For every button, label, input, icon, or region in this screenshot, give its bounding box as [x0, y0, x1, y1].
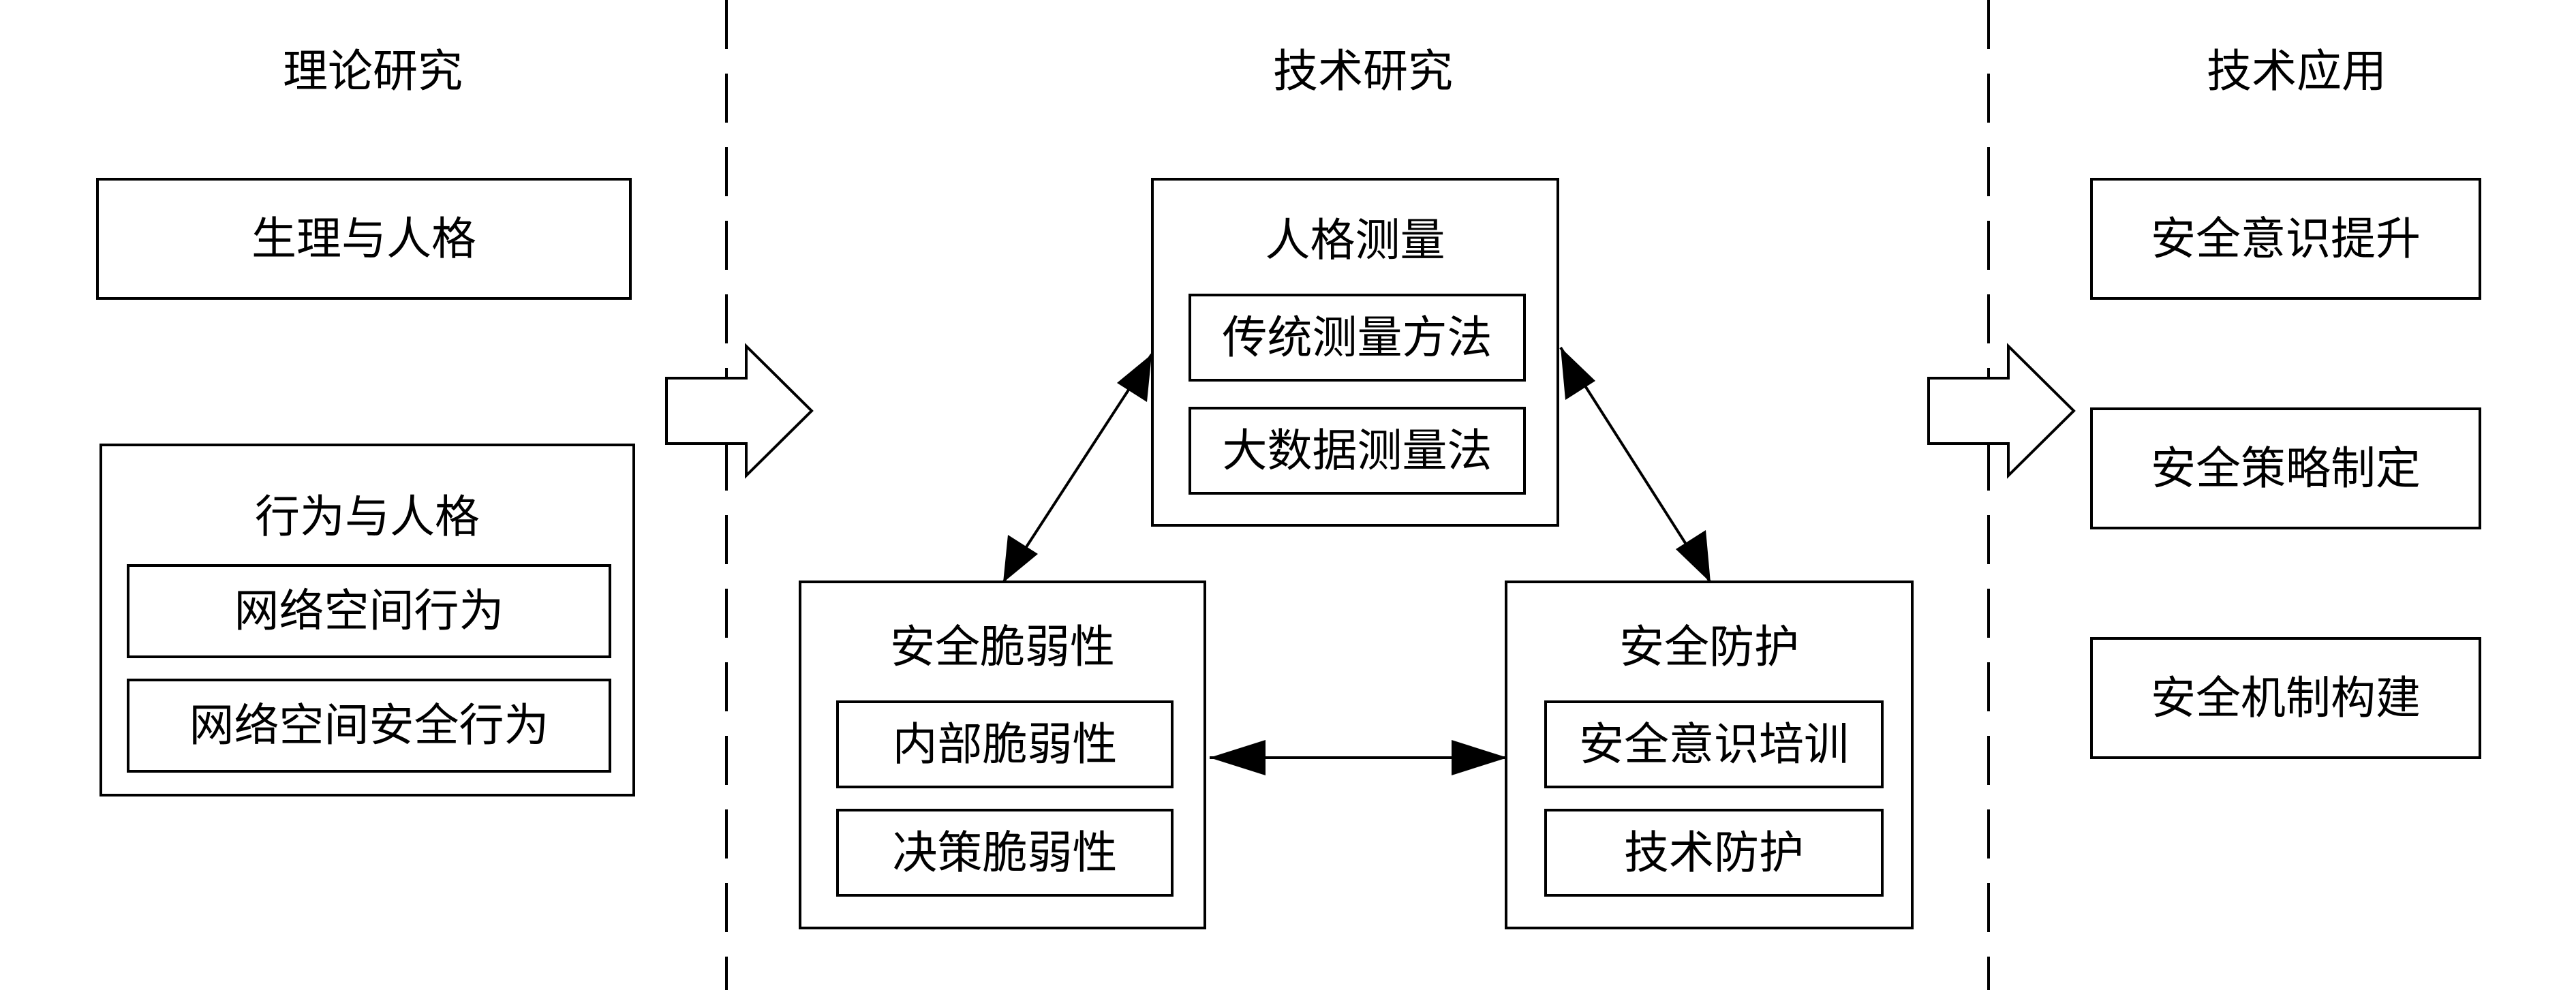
box-security-protection: 安全防护 安全意识培训 技术防护 — [1505, 581, 1914, 929]
box-physiology-personality: 生理与人格 — [96, 178, 632, 300]
header-tech-research: 技术研究 — [1273, 45, 1453, 97]
label-bigdata-measurement: 大数据测量法 — [1222, 424, 1492, 477]
box-security-awareness-improvement: 安全意识提升 — [2090, 178, 2481, 300]
label-security-policy-formulation: 安全策略制定 — [2151, 442, 2421, 495]
arrow-measurement-protection — [1559, 346, 1712, 584]
item-cyberspace-behavior: 网络空间行为 — [127, 564, 611, 658]
item-security-awareness-training: 安全意识培训 — [1544, 700, 1884, 788]
label-decision-vulnerability: 决策脆弱性 — [892, 826, 1118, 879]
title-personality-measurement: 人格测量 — [1265, 214, 1445, 266]
label-security-awareness-improvement: 安全意识提升 — [2151, 212, 2421, 265]
item-decision-vulnerability: 决策脆弱性 — [836, 809, 1174, 897]
item-technical-protection: 技术防护 — [1544, 809, 1884, 897]
label-traditional-measurement: 传统测量方法 — [1222, 311, 1492, 364]
header-tech-application: 技术应用 — [2207, 45, 2387, 97]
title-behavior-personality: 行为与人格 — [255, 491, 480, 543]
item-internal-vulnerability: 内部脆弱性 — [836, 700, 1174, 788]
arrow-vulnerability-protection — [1210, 740, 1507, 775]
box-personality-measurement: 人格测量 传统测量方法 大数据测量法 — [1151, 178, 1559, 527]
item-bigdata-measurement: 大数据测量法 — [1189, 407, 1526, 495]
box-behavior-personality: 行为与人格 网络空间行为 网络空间安全行为 — [99, 444, 635, 796]
label-physiology-personality: 生理与人格 — [251, 212, 476, 265]
label-technical-protection: 技术防护 — [1624, 826, 1804, 879]
box-security-vulnerability: 安全脆弱性 内部脆弱性 决策脆弱性 — [799, 581, 1206, 929]
header-theory-research: 理论研究 — [283, 45, 463, 97]
arrow-measurement-vulnerability — [1002, 353, 1153, 584]
title-security-vulnerability: 安全脆弱性 — [890, 621, 1115, 673]
label-cyberspace-behavior: 网络空间行为 — [234, 585, 504, 637]
item-cyberspace-security-behavior: 网络空间安全行为 — [127, 679, 611, 773]
flow-arrow-tech-to-application — [1927, 343, 2076, 479]
label-security-mechanism-construction: 安全机制构建 — [2151, 671, 2421, 724]
item-traditional-measurement: 传统测量方法 — [1189, 294, 1526, 382]
box-security-policy-formulation: 安全策略制定 — [2090, 407, 2481, 529]
label-internal-vulnerability: 内部脆弱性 — [892, 717, 1118, 771]
label-security-awareness-training: 安全意识培训 — [1579, 717, 1849, 771]
label-cyberspace-security-behavior: 网络空间安全行为 — [189, 699, 549, 752]
box-security-mechanism-construction: 安全机制构建 — [2090, 637, 2481, 759]
title-security-protection: 安全防护 — [1619, 621, 1799, 673]
flow-arrow-theory-to-tech — [665, 343, 814, 479]
